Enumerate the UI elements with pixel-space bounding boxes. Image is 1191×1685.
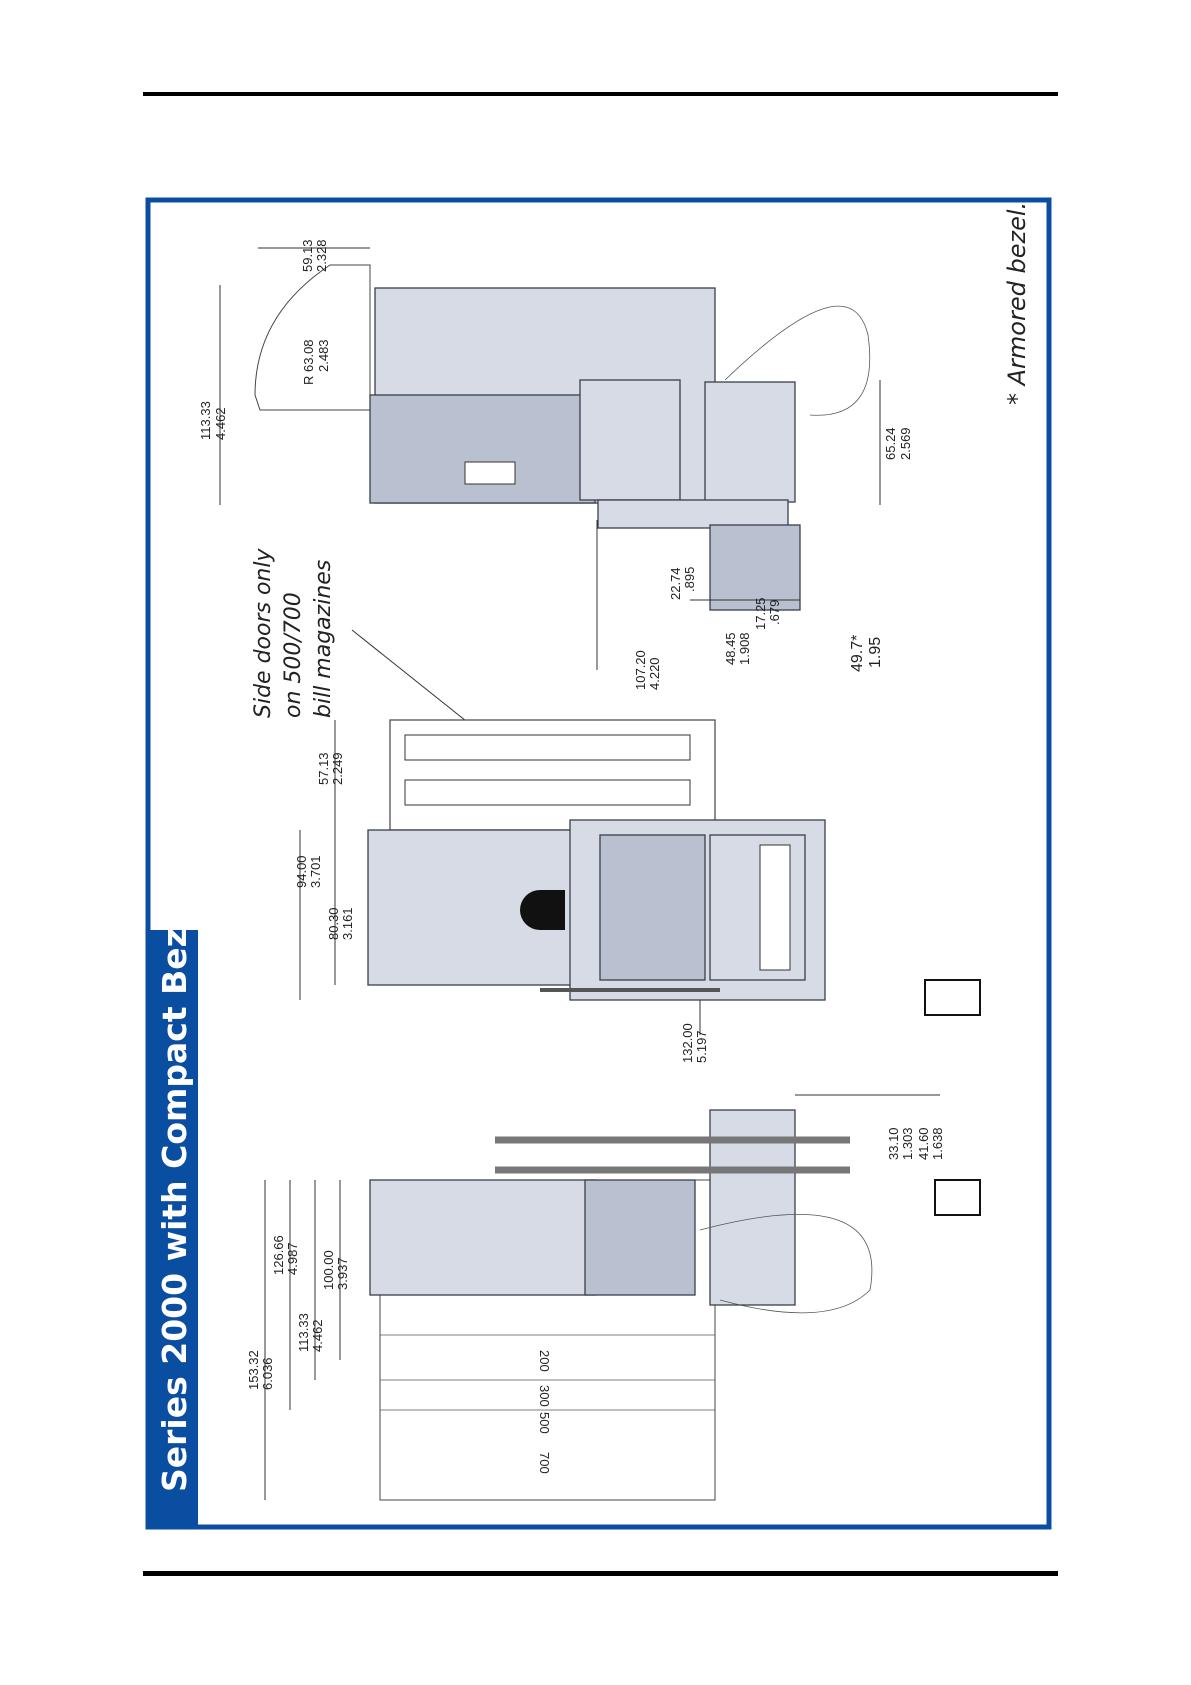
footnote: * Armored bezel. [1003, 202, 1031, 405]
frame-border [145, 197, 1052, 1530]
dim-bot-d1-mm: 153.32 [246, 1350, 261, 1390]
dim-bot-d1-in: 6.036 [260, 1357, 275, 1390]
dim-d1-mm: 22.74 [668, 567, 683, 600]
bottom-view: 153.32 6.036 126.66 4.987 113.33 4.462 1… [246, 1094, 981, 1501]
dim-mid-d1-in: 2.249 [330, 752, 345, 785]
mag-size-200: 200 [537, 1350, 552, 1372]
dim-mid-d1-mm: 57.13 [316, 752, 331, 785]
head-block-side [584, 1179, 696, 1296]
latch [464, 461, 516, 485]
bezel-panel [709, 834, 806, 981]
connector [924, 979, 981, 1016]
callout-line-1: Side doors only [251, 548, 276, 718]
door-slot-2 [404, 779, 691, 806]
dim-mid-d4-mm: 132.00 [680, 1023, 695, 1063]
dim-mid-d2-in: 3.701 [308, 855, 323, 888]
harness-loop [724, 305, 871, 416]
dim-bot-d5-in: 1.303 [900, 1127, 915, 1160]
dim-bezel-depth-in: 2.569 [898, 427, 913, 460]
dim-mid-d3-mm: 80.30 [326, 907, 341, 940]
dim-top-offset-in: 2.328 [314, 239, 329, 272]
dim-radius-in: 2.483 [316, 339, 331, 372]
dim-radius-mm: R 63.08 [301, 339, 316, 385]
bezel-nose [709, 524, 801, 611]
bezel-window [599, 834, 706, 981]
dim-d2-in: .679 [767, 600, 782, 625]
dim-mid-d4-in: 5.197 [694, 1030, 709, 1063]
bottom-rule [143, 1571, 1058, 1576]
title-band [148, 930, 198, 1527]
dim-bot-d3-in: 4.462 [310, 1319, 325, 1352]
top-view: 113.33 4.462 R 63.08 2.483 59.13 2.328 6… [198, 239, 913, 690]
dim-d4-mm: 107.20 [633, 650, 648, 690]
dim-bot-d6-in: 1.638 [930, 1127, 945, 1160]
front-view: 57.13 2.249 94.00 3.701 80.30 3.161 132.… [294, 719, 981, 1063]
bezel-arc [254, 264, 371, 411]
dim-overall-mm: 113.33 [198, 401, 213, 440]
bezel-front [704, 381, 796, 503]
mag-size-700: 700 [537, 1452, 552, 1474]
validator-body [369, 394, 596, 504]
dim-d3-mm: 48.45 [723, 632, 738, 665]
mag-size-500: 500 [537, 1412, 552, 1434]
mag-size-300: 300 [537, 1385, 552, 1407]
dim-d3-in: 1.908 [737, 632, 752, 665]
harness-loop-bottom [699, 1214, 873, 1314]
dim-d2-mm: 17.25 [753, 597, 768, 630]
side-door-callout: Side doors only on 500/700 bill magazine… [251, 548, 526, 769]
door-slot-1 [404, 734, 691, 761]
callout-line-2: on 500/700 [281, 592, 306, 718]
dim-bot-d6-mm: 41.60 [916, 1127, 931, 1160]
connector-bottom [934, 1179, 981, 1216]
validator-body-side [369, 1179, 596, 1296]
dim-bot-d4-mm: 100.00 [321, 1250, 336, 1290]
dim-bot-d2-in: 4.987 [285, 1242, 300, 1275]
dim-mid-d3-in: 3.161 [340, 907, 355, 940]
base-plate [597, 499, 789, 529]
dim-bot-d2-mm: 126.66 [271, 1235, 286, 1275]
dim-bot-d5-mm: 33.10 [886, 1127, 901, 1160]
finger-notch [520, 890, 565, 930]
dim-top-offset-mm: 59.13 [300, 239, 315, 272]
top-rule [143, 92, 1058, 96]
dim-bot-d3-mm: 113.33 [296, 1313, 311, 1352]
dim-bot-d4-in: 3.937 [335, 1257, 350, 1290]
callout-line-3: bill magazines [311, 560, 336, 718]
dim-d4-in: 4.220 [647, 657, 662, 690]
dim-d5-in: 1.95 [867, 637, 884, 668]
dim-d5-mm: 49.7* [849, 635, 866, 672]
dim-mid-d2-mm: 94.00 [294, 855, 309, 888]
dim-overall-in: 4.462 [213, 407, 228, 440]
led-strip [759, 844, 791, 971]
head-block [579, 379, 681, 501]
dim-bezel-depth-mm: 65.24 [883, 427, 898, 460]
frame-title: Series 2000 with Compact Bezel [155, 894, 194, 1492]
dim-d1-in: .895 [682, 567, 697, 592]
